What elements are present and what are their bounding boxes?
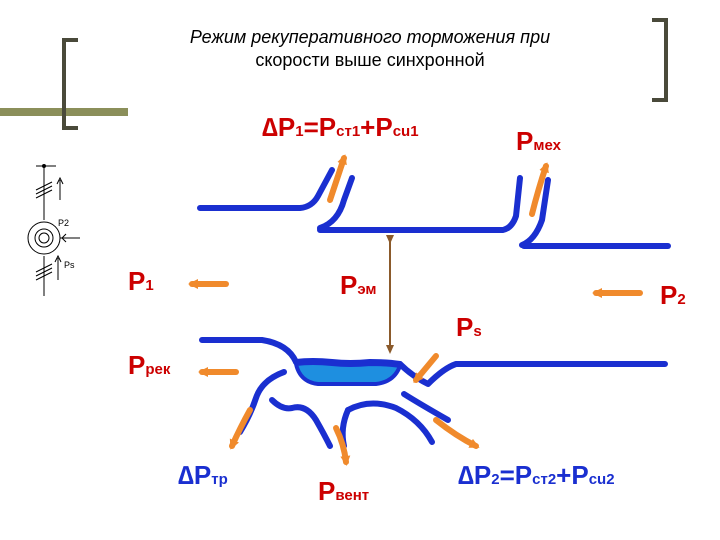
label-pvent-sub: вент [335,487,370,504]
label-prek: Pрек [128,350,170,381]
schematic-tick-4 [35,263,53,273]
schematic-p2-label: P2 [58,218,70,228]
label-p1: P1 [128,266,154,297]
label-p1-sub: 1 [145,277,154,294]
flow-channel [197,167,671,449]
schematic-tick-5 [35,267,53,277]
label-pmeh: Pмех [516,126,561,157]
channel-top-left-upper [197,167,335,211]
schematic-tick-1 [35,181,53,191]
arrow-pmeh [529,162,549,217]
channel-bottom-right [397,361,668,387]
label-ps-sub: s [473,323,482,340]
label-ps: Ps [456,312,482,343]
schematic-tick-2 [35,185,53,195]
label-prek-sub: рек [145,361,171,378]
label-pvent-base: P [318,476,336,506]
branch-vent-left [269,397,333,449]
label-dp2-eq: =P [499,460,533,490]
label-dp2: ∆P2=Pст2+Pcu2 [458,460,615,491]
label-dptr: ∆Pтр [178,460,228,491]
delta-symbol: ∆ [458,460,474,490]
arrow-ps [413,353,439,384]
left-bracket [62,38,78,130]
schematic-down-arrowhead [54,254,62,263]
branch-cu2-outer [401,391,451,423]
label-dp1-plus: +P [360,112,393,142]
orange-arrows [188,154,643,466]
channel-bottom-left [199,337,299,365]
label-pmeh-sub: мех [533,137,561,154]
slide-decoration [0,18,668,130]
p2-arrowhead [61,233,67,243]
arrow-dp2 [433,417,480,449]
schematic-tick-6 [35,271,53,281]
machine-schematic [27,164,80,296]
motor-inner-circle [34,228,54,248]
label-dp1-base: P [277,112,296,142]
label-dptr-base: P [193,460,212,490]
label-prek-base: P [128,350,146,380]
label-pem-sub: эм [357,281,377,298]
motor-core-circle [38,232,50,244]
title-line-2: скорости выше синхронной [255,50,485,70]
label-dp1-eq: =P [303,112,337,142]
arrow-dp1 [327,154,347,203]
slide-title: Режим рекуперативного торможения при ско… [130,26,610,72]
label-pem: Pэм [340,270,377,301]
right-bracket [652,18,668,102]
label-dp2-base: P [473,460,492,490]
label-pmeh-base: P [516,126,534,156]
label-p2-sub: 2 [677,291,686,308]
label-dp2-sub1: 2 [491,471,500,488]
delta-symbol: ∆ [178,460,194,490]
label-pvent: Pвент [318,476,369,507]
label-dp1-sub1: 1 [295,123,304,140]
label-p1-base: P [128,266,146,296]
label-p2-base: P [660,280,678,310]
motor-outer-circle [27,221,61,255]
label-dp1: ∆P1=Pст1+Pcu1 [262,112,419,143]
schematic-node [42,164,46,168]
label-dp2-sub2: ст2 [532,471,557,488]
label-p2: P2 [660,280,686,311]
schematic-up-arrowhead [56,176,64,185]
label-dp2-plus: +P [556,460,589,490]
label-dp2-sub3: cu2 [588,471,615,488]
channel-top-left-inner [317,175,355,231]
title-line-1: Режим рекуперативного торможения при [189,27,551,47]
label-dp1-sub2: ст1 [336,123,361,140]
label-dp1-sub3: cu1 [392,123,419,140]
channel-top-mid [317,175,523,233]
energy-pool [293,361,403,386]
schematic-tick-3 [35,189,53,199]
branch-cu2-inner [345,400,435,445]
label-dptr-sub: тр [211,471,228,488]
label-ps-base: P [456,312,474,342]
label-pem-base: P [340,270,358,300]
schematic-ps-label: Ps [64,260,75,270]
arrow-dptr [229,407,253,450]
delta-symbol: ∆ [262,112,278,142]
arrow-pvent [333,425,351,466]
